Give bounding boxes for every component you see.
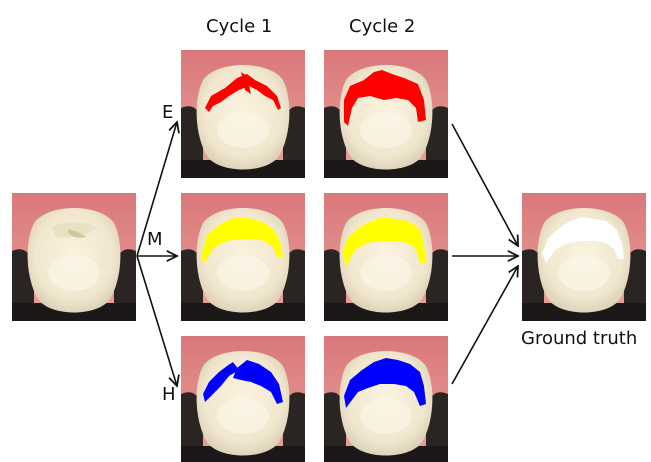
arrow-h-to-ground-truth xyxy=(452,266,518,384)
arrow-to-e xyxy=(137,122,177,256)
arrow-to-h xyxy=(137,256,177,386)
arrow-e-to-ground-truth xyxy=(452,124,518,246)
